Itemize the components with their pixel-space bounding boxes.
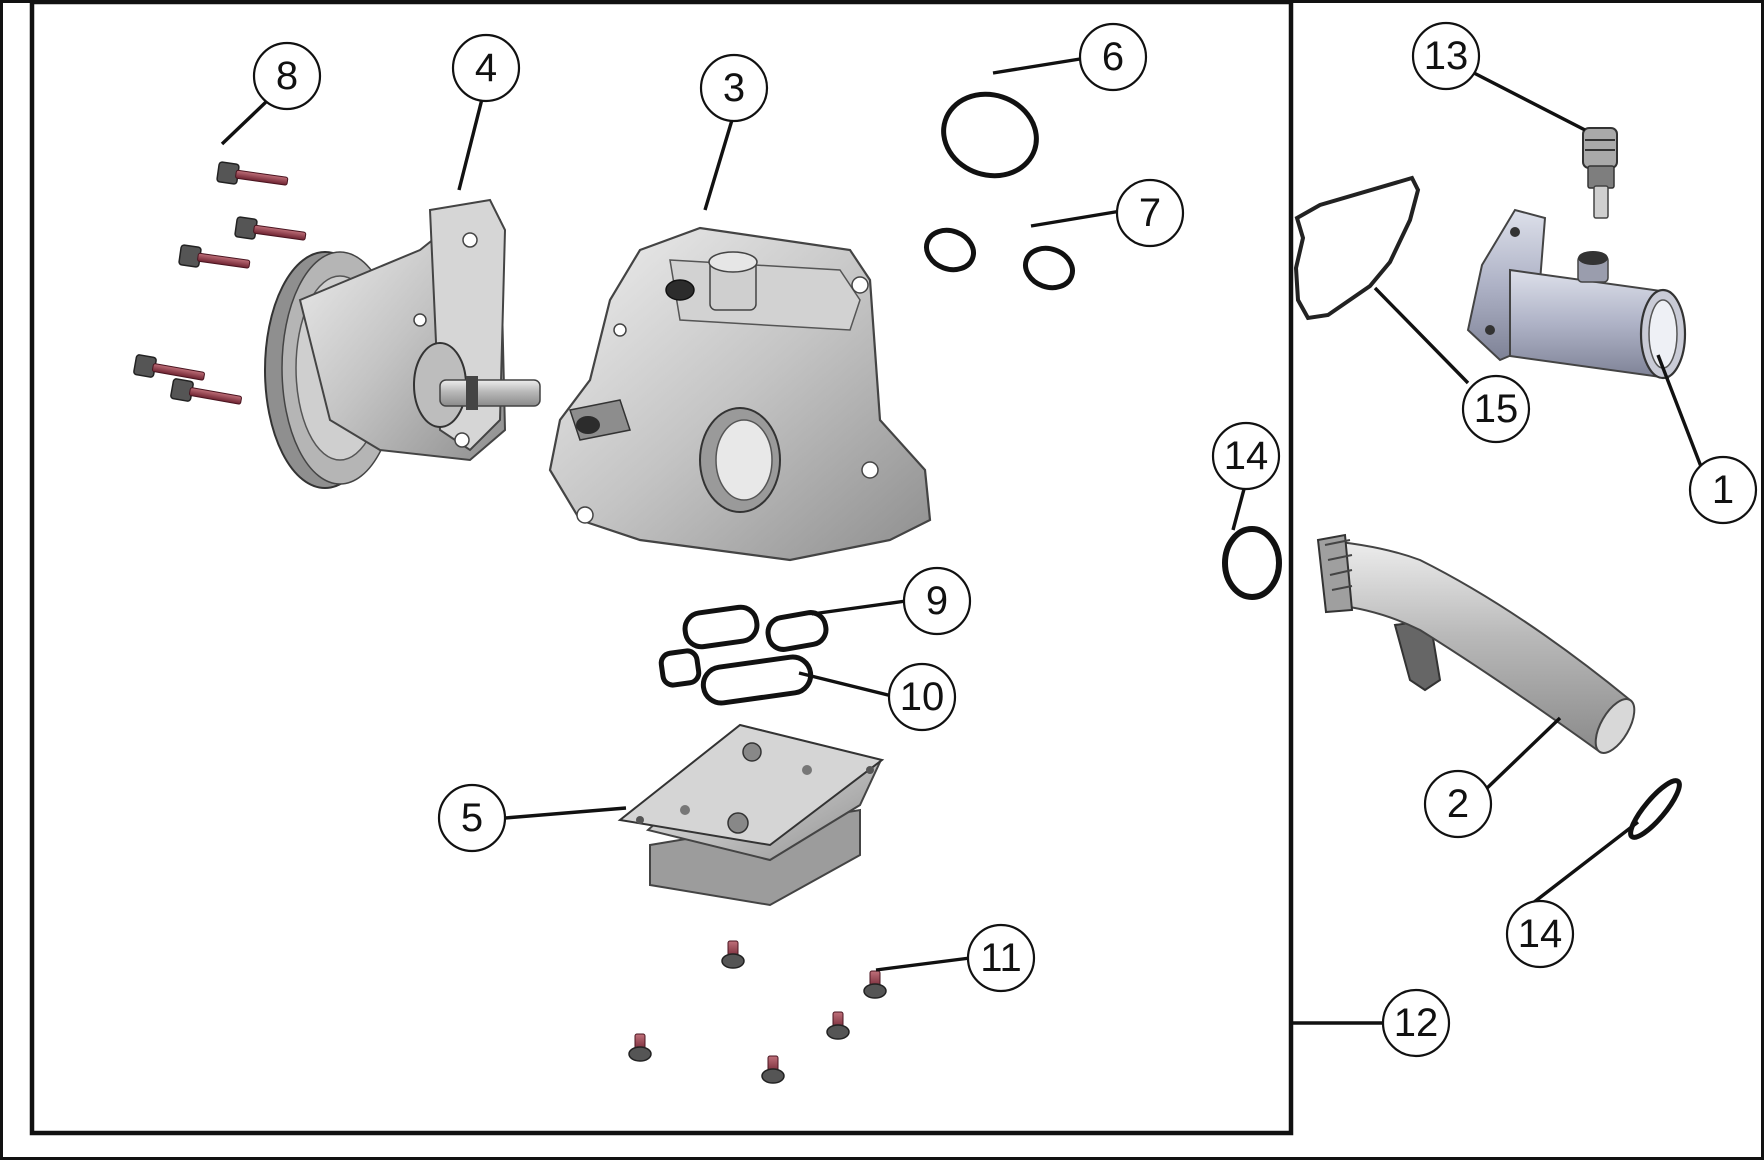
svg-text:3: 3 — [723, 66, 745, 110]
oil-cooler — [617, 723, 885, 907]
leader-3 — [703, 119, 734, 211]
leader-7 — [1030, 209, 1122, 228]
bolt — [178, 244, 251, 269]
o-ring-14-outer — [1628, 778, 1682, 840]
callout-14-inner: 14 — [1211, 421, 1281, 491]
o-ring-small — [1023, 245, 1075, 291]
svg-text:5: 5 — [461, 796, 483, 840]
coolant-outlet-pipe — [1466, 208, 1687, 380]
svg-text:9: 9 — [926, 579, 948, 623]
bolt — [234, 216, 307, 241]
callout-11: 11 — [966, 923, 1036, 993]
leader-11 — [875, 956, 971, 972]
leader-lines — [220, 57, 1707, 1025]
callouts: 1 2 3 4 5 6 7 8 — [252, 21, 1758, 1058]
callout-3: 3 — [699, 53, 769, 123]
water-pump-assembly — [264, 198, 541, 489]
bolt — [133, 354, 205, 381]
svg-text:14: 14 — [1518, 912, 1563, 956]
svg-text:4: 4 — [475, 46, 497, 90]
svg-text:14: 14 — [1224, 434, 1269, 478]
callout-1: 1 — [1688, 455, 1758, 525]
callout-15: 15 — [1461, 374, 1531, 444]
leader-14b — [1527, 820, 1640, 908]
leader-5 — [504, 806, 627, 820]
svg-text:12: 12 — [1394, 1001, 1439, 1045]
callout-8: 8 — [252, 41, 322, 111]
svg-text:11: 11 — [980, 936, 1022, 980]
bolt — [216, 161, 289, 186]
leader-4 — [457, 94, 485, 191]
callout-5: 5 — [437, 783, 507, 853]
cooler-screws — [628, 940, 887, 1084]
gasket-9-left — [682, 604, 760, 650]
svg-text:8: 8 — [276, 54, 298, 98]
callout-9: 9 — [902, 566, 972, 636]
callout-10: 10 — [887, 662, 957, 732]
callout-12: 12 — [1381, 988, 1451, 1058]
screw — [628, 1033, 652, 1062]
svg-text:15: 15 — [1474, 387, 1519, 431]
gasket-10-right — [700, 654, 814, 706]
o-ring-large — [941, 91, 1039, 179]
svg-text:10: 10 — [900, 675, 945, 719]
o-ring-small — [924, 227, 976, 273]
screw — [863, 970, 887, 999]
leader-8 — [220, 99, 269, 146]
leader-15 — [1373, 286, 1470, 385]
svg-text:1: 1 — [1712, 468, 1734, 512]
callout-6: 6 — [1078, 22, 1148, 92]
callout-13: 13 — [1411, 21, 1481, 91]
gasket-10-left — [658, 648, 702, 688]
temperature-sensor — [1582, 127, 1618, 219]
callout-7: 7 — [1115, 178, 1185, 248]
screw — [826, 1011, 850, 1040]
flange-gasket — [1293, 175, 1421, 321]
svg-text:6: 6 — [1102, 35, 1124, 79]
leader-1 — [1656, 354, 1707, 478]
pump-bolts — [133, 161, 307, 405]
leader-2 — [1482, 716, 1562, 793]
leader-6 — [992, 57, 1081, 75]
svg-text:2: 2 — [1447, 782, 1469, 826]
callout-14-outer: 14 — [1505, 899, 1575, 969]
leader-9 — [811, 599, 907, 616]
callout-2: 2 — [1423, 769, 1493, 839]
coolant-bent-pipe — [1316, 533, 1636, 754]
gasket-9-right — [765, 610, 829, 652]
o-ring-14-inner — [1222, 526, 1282, 600]
leader-10 — [798, 671, 893, 698]
pump-housing — [548, 226, 932, 562]
bolt — [170, 378, 242, 405]
svg-text:7: 7 — [1139, 191, 1161, 235]
screw — [761, 1055, 785, 1084]
kit-boundary-box — [29, 0, 1294, 1136]
callout-4: 4 — [451, 33, 521, 103]
svg-text:13: 13 — [1424, 34, 1469, 78]
screw — [721, 940, 745, 969]
leader-13 — [1473, 71, 1586, 132]
